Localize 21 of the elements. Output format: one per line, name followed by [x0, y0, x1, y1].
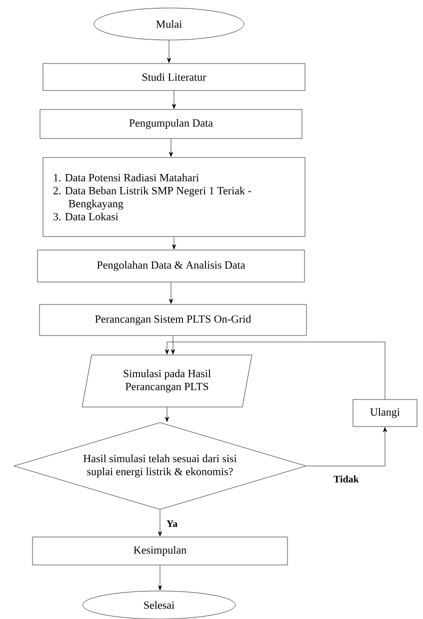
arrow [171, 336, 175, 354]
arrow [172, 236, 176, 250]
process-box: Pengumpulan Data [40, 109, 302, 139]
arrow [169, 282, 173, 304]
arrow [165, 407, 169, 422]
process-box: Kesimpulan [32, 536, 288, 566]
process-box: Ulangi [352, 399, 418, 427]
process-box: Pengolahan Data & Analisis Data [37, 250, 305, 282]
process-box: Studi Literatur [42, 63, 306, 91]
arrow [167, 40, 171, 63]
process-box: Perancangan Sistem PLTS On-Grid [39, 304, 307, 336]
edge-label: Ya [165, 519, 179, 528]
arrow [165, 342, 386, 400]
edge-label: Tidak [332, 474, 360, 484]
process-box: 1. Data Potensi Radiasi Matahari 2. Data Beban Listrik SMP Negeri 1 Teriak - Bengkayang 3. Data Lokasi [42, 157, 306, 237]
arrow [306, 427, 387, 466]
arrow [158, 510, 162, 536]
arrow [172, 90, 176, 109]
arrow [158, 565, 162, 590]
arrow [169, 138, 173, 157]
io-parallelogram: Simulasi pada Hasil Perancangan PLTS [82, 354, 252, 408]
